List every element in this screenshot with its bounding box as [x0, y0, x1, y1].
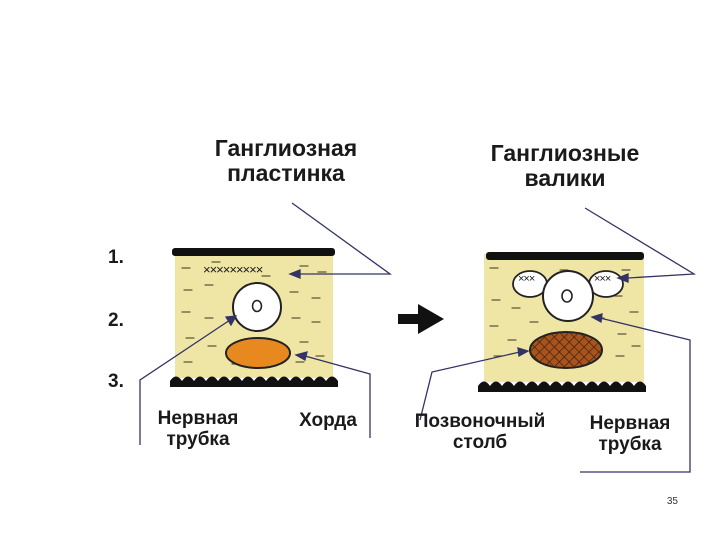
pointer-ganglion-ridges	[584, 207, 697, 279]
pointer-lines	[139, 202, 697, 473]
left-neural-canal	[251, 299, 263, 313]
left-neural-tube	[232, 282, 282, 332]
left-endoderm	[170, 376, 338, 387]
right-neural-tube	[542, 270, 594, 322]
right-ectoderm	[486, 252, 644, 260]
left-ridge-crosses: ×××	[518, 273, 535, 285]
label-neural-tube-left: Нервная трубка	[157, 408, 239, 450]
right-embryo-section	[478, 252, 646, 392]
stage-number-3: 3.	[108, 371, 124, 392]
plate-crosses: ×××××××××	[203, 262, 263, 277]
right-neural-canal	[561, 289, 573, 303]
label-vertebral-column: Позвоночный столб	[414, 411, 546, 453]
left-ectoderm	[172, 248, 335, 256]
page-number: 35	[666, 496, 678, 507]
transition-arrow	[398, 304, 444, 334]
pointer-vertebral-column	[419, 351, 521, 421]
stage-number-2: 2.	[108, 310, 124, 331]
pointer-notochord	[304, 355, 371, 438]
notochord-shape	[225, 337, 291, 369]
stage-number-1: 1.	[108, 247, 124, 268]
left-embryo-section	[170, 248, 338, 387]
pointer-neural-tube-left	[139, 319, 231, 445]
pointer-neural-tube-right	[580, 317, 691, 473]
label-neural-tube-right: Нервная трубка	[589, 413, 671, 455]
pointer-ganglion-plate	[291, 202, 393, 275]
label-ganglion-plate: Ганглиозная пластинка	[214, 135, 358, 186]
right-ridge-crosses: ×××	[594, 273, 611, 285]
right-endoderm	[478, 381, 646, 392]
label-notochord: Хорда	[299, 410, 357, 431]
vertebral-column-hatching	[531, 333, 601, 367]
label-ganglion-ridges: Ганглиозные валики	[490, 140, 640, 191]
